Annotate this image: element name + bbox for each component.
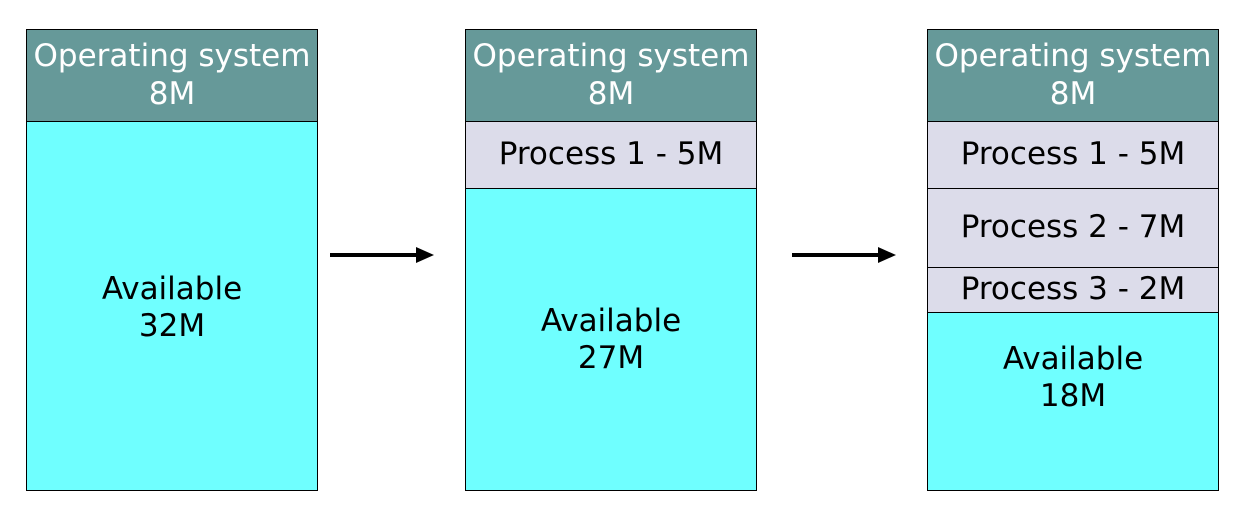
available-label: Available bbox=[1002, 341, 1144, 377]
memory-column-stage-3: Operating system 8M Process 1 - 5M Proce… bbox=[927, 29, 1219, 491]
process-block: Process 1 - 5M bbox=[928, 121, 1218, 188]
available-label: Available bbox=[101, 271, 243, 307]
os-size: 8M bbox=[148, 75, 196, 112]
os-block: Operating system 8M bbox=[27, 30, 317, 121]
process-label: Process 1 - 5M bbox=[498, 136, 724, 173]
available-block: Available 18M bbox=[928, 312, 1218, 490]
process-label: Process 2 - 7M bbox=[960, 209, 1186, 246]
available-size: 27M bbox=[577, 340, 645, 377]
memory-column-stage-2: Operating system 8M Process 1 - 5M Avail… bbox=[465, 29, 757, 491]
arrow-right-icon bbox=[792, 247, 896, 263]
process-block: Process 1 - 5M bbox=[466, 121, 756, 188]
os-label: Operating system bbox=[934, 38, 1212, 75]
process-label: Process 1 - 5M bbox=[960, 136, 1186, 173]
os-label: Operating system bbox=[33, 38, 311, 75]
process-block: Process 2 - 7M bbox=[928, 188, 1218, 267]
os-label: Operating system bbox=[472, 38, 750, 75]
available-block: Available 27M bbox=[466, 188, 756, 490]
os-block: Operating system 8M bbox=[928, 30, 1218, 121]
available-label: Available bbox=[540, 303, 682, 339]
process-block: Process 3 - 2M bbox=[928, 267, 1218, 312]
arrow-right-icon bbox=[330, 247, 434, 263]
available-size: 18M bbox=[1039, 378, 1107, 415]
available-size: 32M bbox=[138, 308, 206, 345]
os-size: 8M bbox=[1049, 75, 1097, 112]
memory-column-stage-1: Operating system 8M Available 32M bbox=[26, 29, 318, 491]
process-label: Process 3 - 2M bbox=[960, 271, 1186, 308]
available-block: Available 32M bbox=[27, 121, 317, 490]
os-block: Operating system 8M bbox=[466, 30, 756, 121]
os-size: 8M bbox=[587, 75, 635, 112]
